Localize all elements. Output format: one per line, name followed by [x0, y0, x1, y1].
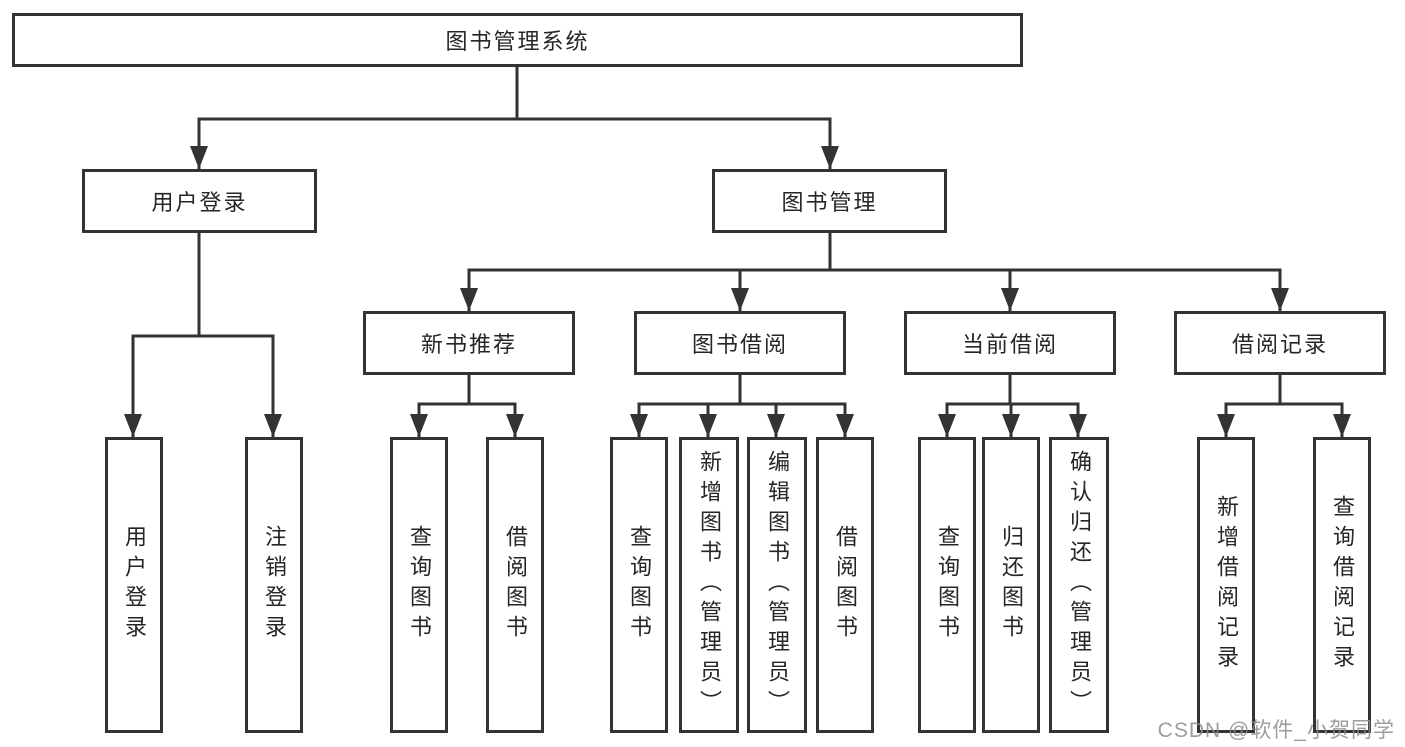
leaf-add-borrow-record: 新增借阅记录: [1197, 437, 1255, 733]
leaf-user-login: 用户登录: [105, 437, 163, 733]
leaf-logout: 注销登录: [245, 437, 303, 733]
leaf-return-books: 归还图书: [982, 437, 1040, 733]
leaf-query-borrow-record: 查询借阅记录: [1313, 437, 1371, 733]
leaf-query-books-borrow-label: 查询图书: [627, 525, 652, 645]
leaf-query-books-recommend-label: 查询图书: [407, 525, 432, 645]
node-book-management: 图书管理: [712, 169, 947, 233]
leaf-borrow-books-recommend: 借阅图书: [486, 437, 544, 733]
leaf-edit-books-admin: 编辑图书（管理员）: [747, 437, 807, 733]
leaf-query-books-current-label: 查询图书: [935, 525, 960, 645]
node-root: 图书管理系统: [12, 13, 1023, 67]
leaf-query-borrow-record-label: 查询借阅记录: [1330, 495, 1355, 675]
leaf-query-books-borrow: 查询图书: [610, 437, 668, 733]
leaf-borrow-books: 借阅图书: [816, 437, 874, 733]
leaf-add-books-admin-label: 新增图书（管理员）: [697, 450, 722, 720]
leaf-edit-books-admin-label: 编辑图书（管理员）: [765, 450, 790, 720]
leaf-user-login-label: 用户登录: [122, 525, 147, 645]
leaf-logout-label: 注销登录: [262, 525, 287, 645]
leaf-query-books-current: 查询图书: [918, 437, 976, 733]
node-current-borrow: 当前借阅: [904, 311, 1116, 375]
node-user-login-group: 用户登录: [82, 169, 317, 233]
leaf-query-books-recommend: 查询图书: [390, 437, 448, 733]
node-borrow-records: 借阅记录: [1174, 311, 1386, 375]
leaf-borrow-books-recommend-label: 借阅图书: [503, 525, 528, 645]
leaf-return-books-label: 归还图书: [999, 525, 1024, 645]
node-book-borrow: 图书借阅: [634, 311, 846, 375]
csdn-watermark: CSDN @软件_小贺同学: [1157, 719, 1395, 742]
leaf-confirm-return-admin: 确认归还（管理员）: [1049, 437, 1109, 733]
leaf-borrow-books-label: 借阅图书: [833, 525, 858, 645]
node-new-book-recommend: 新书推荐: [363, 311, 575, 375]
leaf-confirm-return-admin-label: 确认归还（管理员）: [1067, 450, 1092, 720]
leaf-add-books-admin: 新增图书（管理员）: [679, 437, 739, 733]
leaf-add-borrow-record-label: 新增借阅记录: [1214, 495, 1239, 675]
